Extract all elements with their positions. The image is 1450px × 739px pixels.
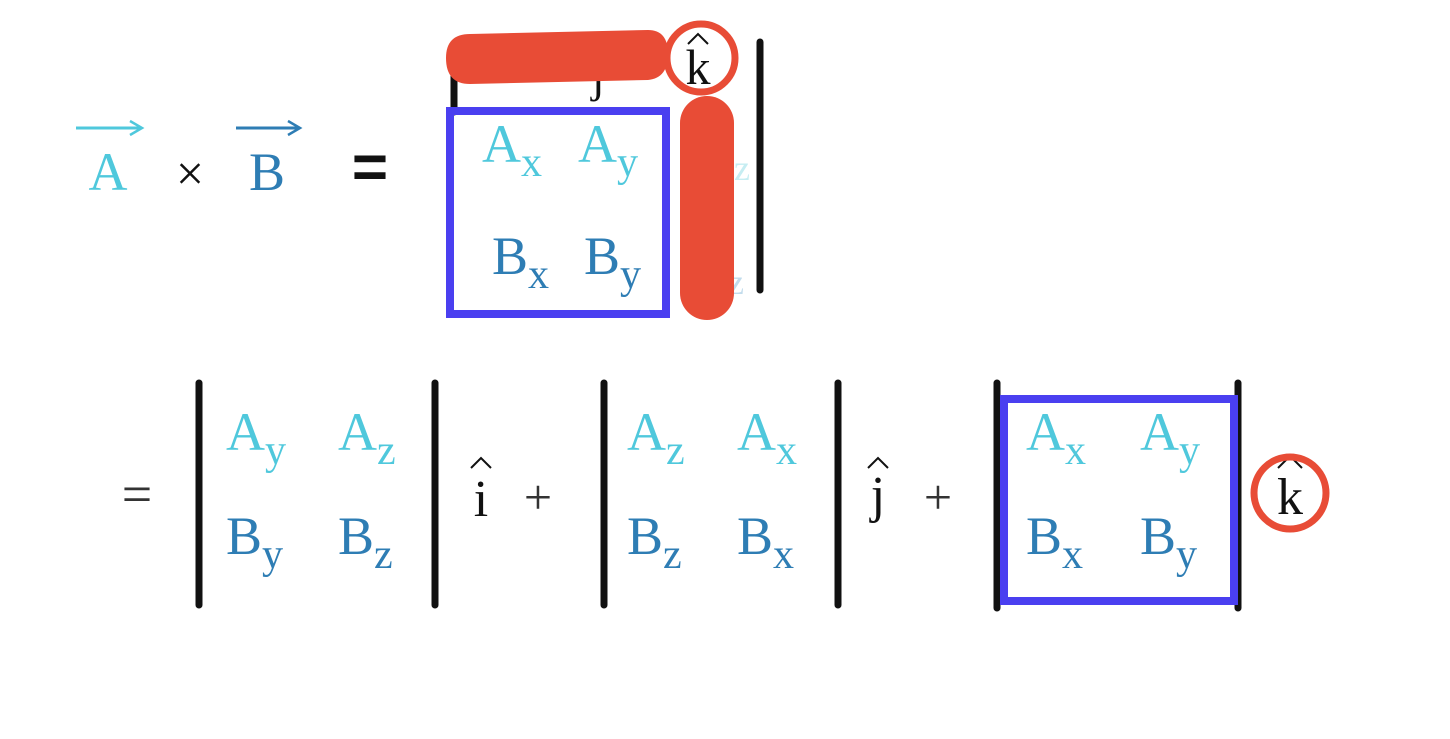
matrix-entry: Bz bbox=[627, 506, 682, 578]
matrix-entry: Az bbox=[627, 402, 685, 474]
matrix-entry: Ay bbox=[1140, 402, 1200, 474]
matrix-entry: Ax bbox=[482, 114, 542, 186]
top-k-circle bbox=[663, 20, 739, 96]
matrix-entry: Bz bbox=[338, 506, 393, 578]
column-strike-highlight bbox=[680, 96, 734, 320]
matrix-entry: Ax bbox=[737, 402, 797, 474]
det3-highlight-box bbox=[1000, 395, 1238, 605]
unit-k: k bbox=[1277, 469, 1303, 526]
matrix-entry: Ay bbox=[578, 114, 638, 186]
matrix-entry: Bx bbox=[1026, 506, 1083, 578]
lhs-vector-a: A bbox=[76, 119, 145, 202]
top-equals-sign: = bbox=[352, 133, 388, 202]
matrix-entry: Az bbox=[338, 402, 396, 474]
matrix-entry: Ay bbox=[226, 402, 286, 474]
vector-b-label: B bbox=[249, 142, 285, 202]
unit-i-hat bbox=[470, 456, 492, 469]
row-strike-highlight bbox=[446, 30, 668, 84]
unit-j: j bbox=[869, 467, 885, 524]
matrix-entry: Ax bbox=[1026, 402, 1086, 474]
matrix-entry: By bbox=[584, 226, 641, 298]
faded-az: z bbox=[734, 148, 750, 188]
unit-k-circle bbox=[1250, 453, 1330, 533]
cross-symbol: × bbox=[176, 145, 204, 201]
matrix-entry: Bx bbox=[492, 226, 549, 298]
vector-a-label: A bbox=[89, 142, 128, 202]
unit-i: i bbox=[474, 471, 488, 528]
top-unit-k-hat bbox=[687, 32, 709, 45]
lhs-vector-b: B bbox=[236, 119, 303, 202]
top-unit-k: k bbox=[686, 39, 711, 95]
matrix-entry: By bbox=[1140, 506, 1197, 578]
plus-1: + bbox=[524, 469, 552, 525]
matrix-entry: By bbox=[226, 506, 283, 578]
unit-j-hat bbox=[867, 456, 889, 469]
matrix-entry: Bx bbox=[737, 506, 794, 578]
plus-2: + bbox=[924, 469, 952, 525]
top-minor-highlight-box bbox=[446, 107, 670, 318]
bottom-equals-sign: = bbox=[122, 464, 152, 524]
